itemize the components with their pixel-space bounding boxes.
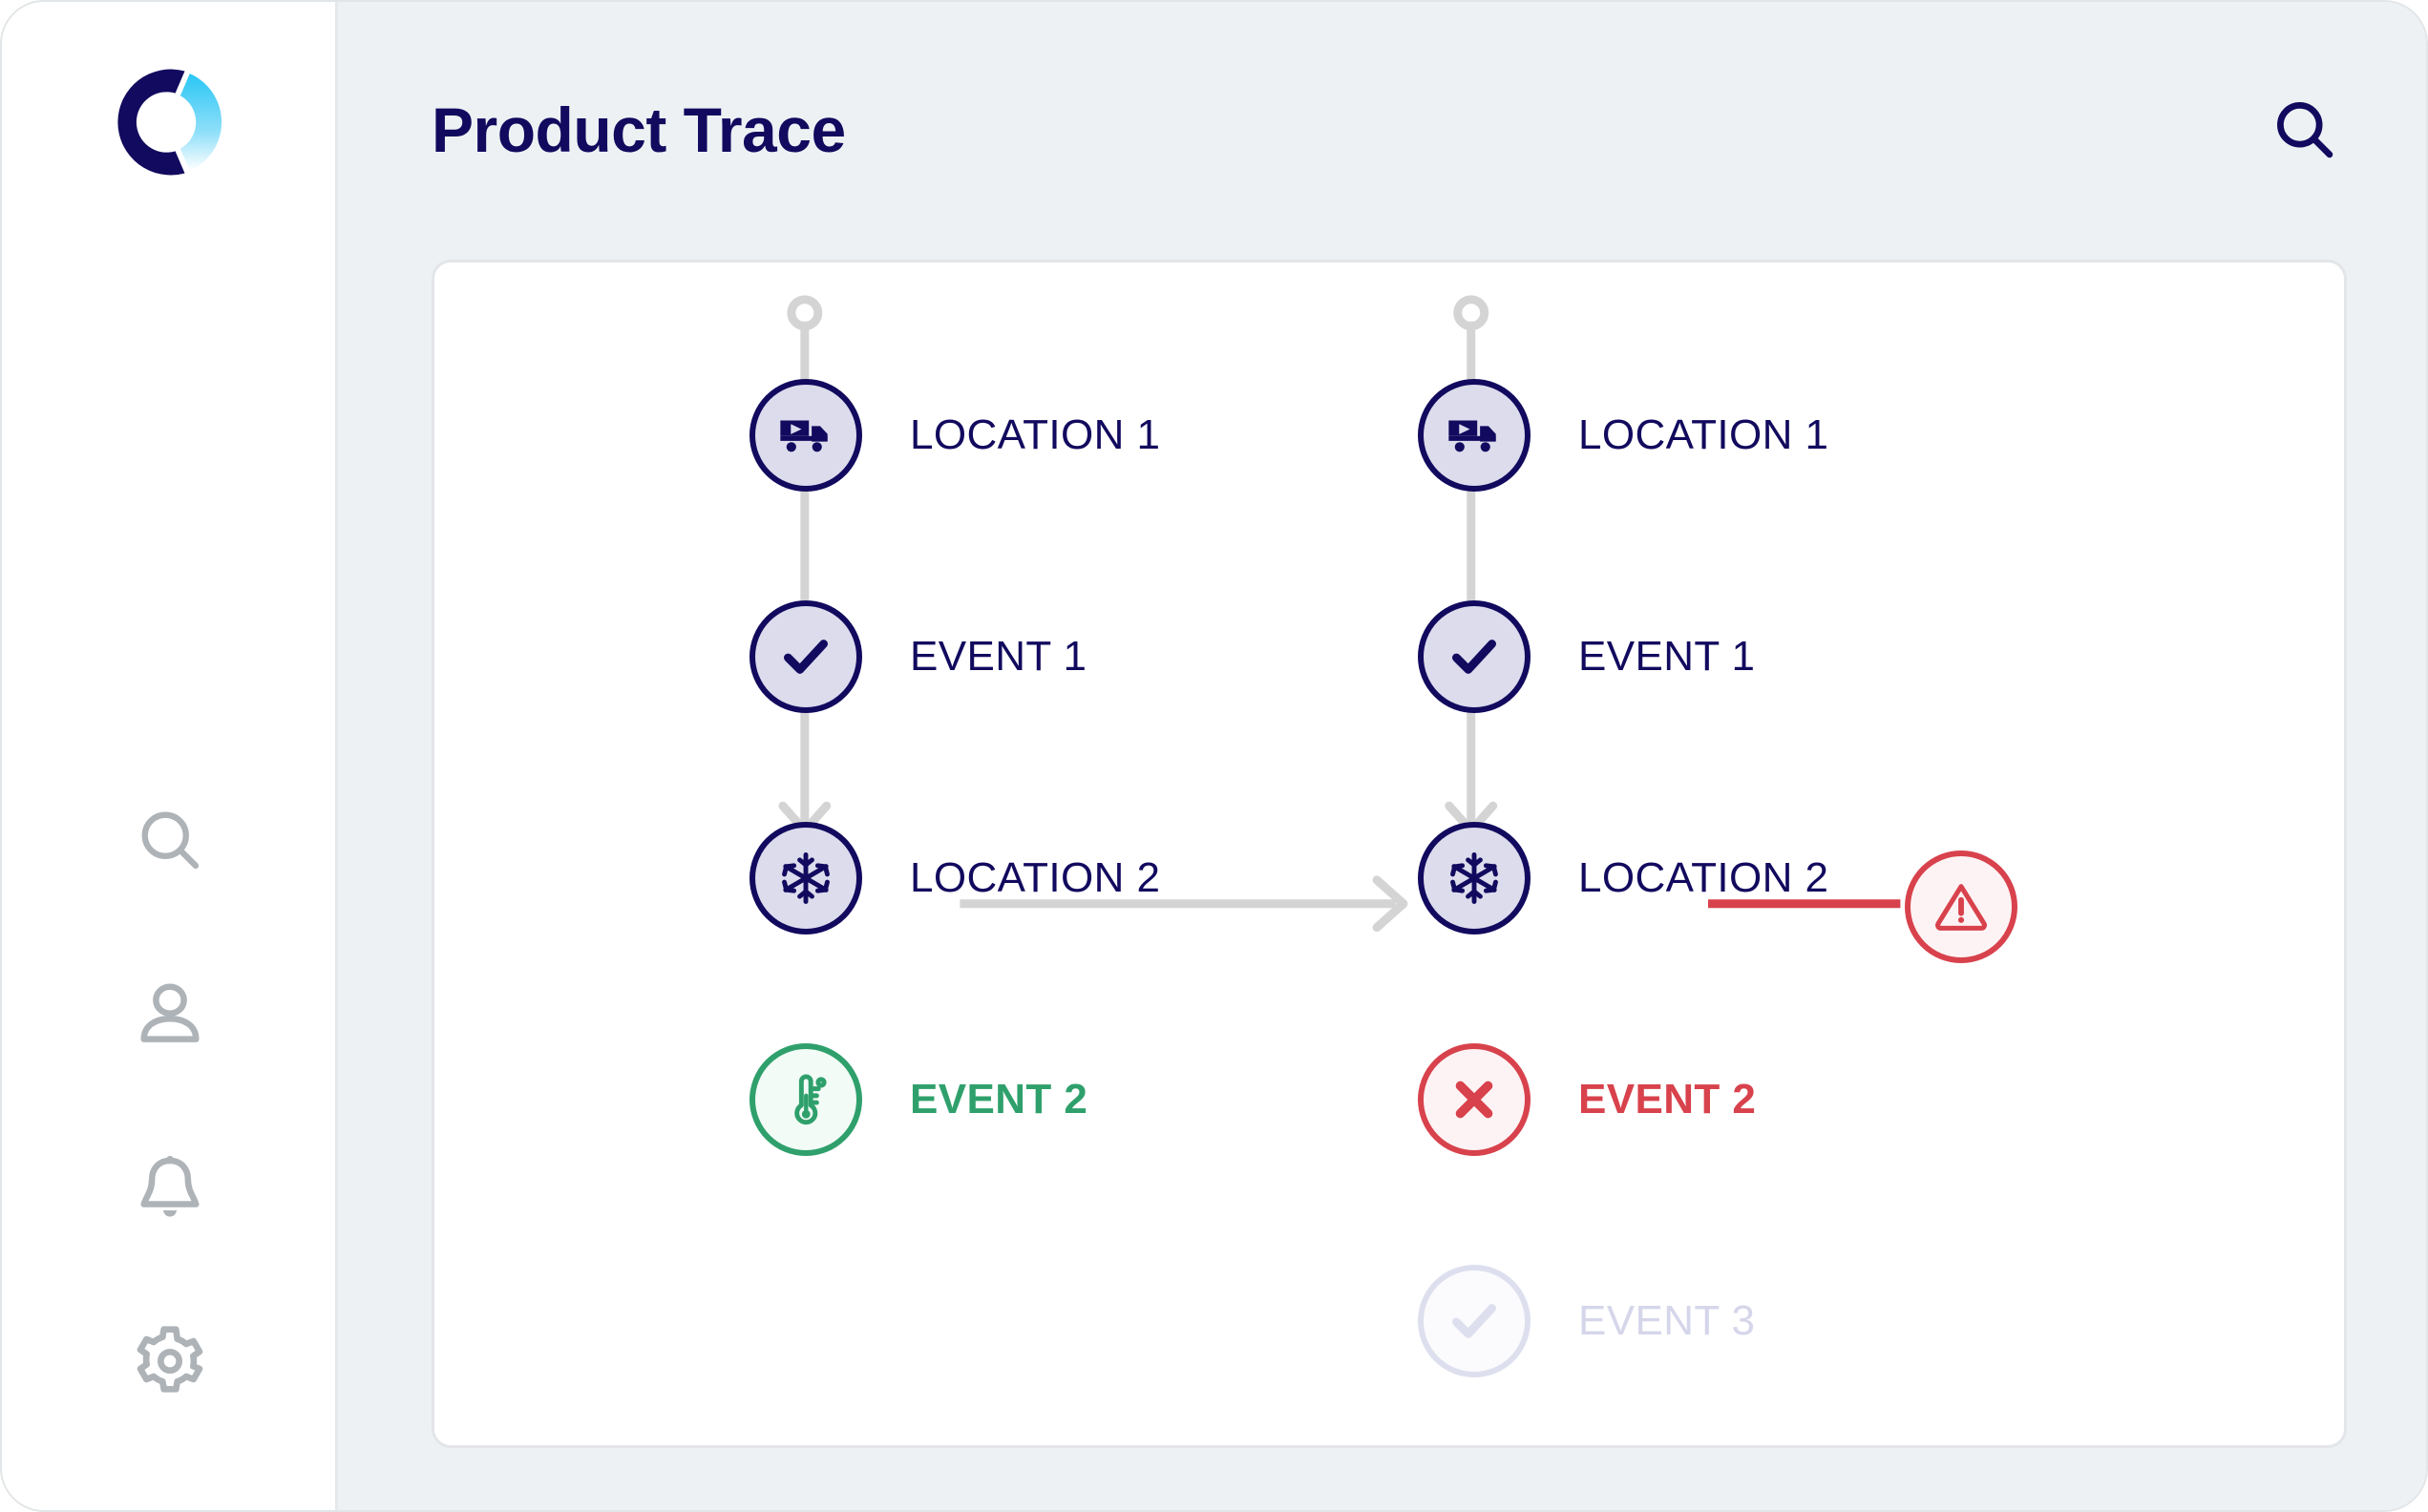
- trace-node-event-1[interactable]: EVENT 1: [750, 595, 1087, 719]
- x-icon: [1455, 1081, 1493, 1119]
- trace-node-label: LOCATION 1: [910, 411, 1161, 458]
- trace-node-label: LOCATION 2: [1578, 854, 1829, 901]
- trace-node-event-2-ok[interactable]: EVENT 2: [750, 1038, 1087, 1162]
- sidebar-item-settings[interactable]: [124, 1315, 216, 1407]
- node-circle[interactable]: [1418, 1265, 1531, 1377]
- sidebar-item-search[interactable]: [124, 794, 216, 886]
- main-content: Product Trace: [338, 2, 2426, 1510]
- truck-icon: [780, 420, 828, 452]
- trace-node-location-1[interactable]: LOCATION 1: [750, 373, 1160, 497]
- trace-node-label: EVENT 3: [1578, 1297, 1756, 1344]
- trace-node-label: EVENT 2: [1578, 1076, 1757, 1123]
- page-title: Product Trace: [432, 94, 846, 165]
- sidebar-nav: [2, 794, 338, 1407]
- snowflake-icon: [782, 852, 830, 904]
- check-icon: [1452, 1304, 1496, 1338]
- sidebar-item-notifications[interactable]: [124, 1142, 216, 1233]
- sidebar-item-profile[interactable]: [124, 968, 216, 1060]
- node-circle[interactable]: [1418, 822, 1531, 934]
- check-icon: [784, 640, 828, 674]
- product-trace-card: LOCATION 1 EVENT 1: [432, 260, 2347, 1448]
- trace-node-location-2[interactable]: LOCATION 2: [1418, 816, 1828, 940]
- trace-node-label: EVENT 1: [910, 633, 1087, 680]
- trace-node-label: LOCATION 2: [910, 854, 1161, 901]
- trace-node-location-2[interactable]: LOCATION 2: [750, 816, 1160, 940]
- trace-node-label: LOCATION 1: [1578, 411, 1829, 458]
- node-circle[interactable]: [750, 379, 862, 492]
- warning-triangle-icon: [1935, 884, 1987, 931]
- trace-node-label: EVENT 2: [910, 1076, 1088, 1123]
- trace-column-2: LOCATION 1 EVENT 1: [1418, 262, 2143, 1445]
- trace-node-event-1[interactable]: EVENT 1: [1418, 595, 1755, 719]
- sidebar: [2, 2, 338, 1510]
- node-circle[interactable]: [1418, 1043, 1531, 1156]
- trace-node-location-1[interactable]: LOCATION 1: [1418, 373, 1828, 497]
- search-icon: [2277, 102, 2333, 158]
- user-icon: [140, 983, 200, 1042]
- logo-circle-mark[interactable]: [106, 59, 232, 185]
- trace-node-event-3[interactable]: EVENT 3: [1418, 1259, 1755, 1383]
- node-circle[interactable]: [750, 822, 862, 934]
- node-circle[interactable]: [1418, 600, 1531, 713]
- trace-alert-node[interactable]: [1905, 850, 2017, 963]
- node-circle[interactable]: [750, 600, 862, 713]
- topbar: Product Trace: [338, 2, 2426, 258]
- header-search-button[interactable]: [2262, 87, 2348, 173]
- node-circle[interactable]: [1905, 850, 2017, 963]
- node-circle[interactable]: [750, 1043, 862, 1156]
- gear-icon: [137, 1326, 203, 1393]
- trace-node-label: EVENT 1: [1578, 633, 1756, 680]
- bell-icon: [140, 1155, 200, 1217]
- search-icon: [141, 811, 200, 870]
- thermometer-icon: [794, 1074, 827, 1125]
- node-circle[interactable]: [1418, 379, 1531, 492]
- truck-icon: [1448, 420, 1496, 452]
- trace-connectors: [778, 295, 1901, 933]
- trace-node-event-2-error[interactable]: EVENT 2: [1418, 1038, 1756, 1162]
- snowflake-icon: [1450, 852, 1498, 904]
- trace-column-1: LOCATION 1 EVENT 1: [750, 262, 1475, 1445]
- check-icon: [1452, 640, 1496, 674]
